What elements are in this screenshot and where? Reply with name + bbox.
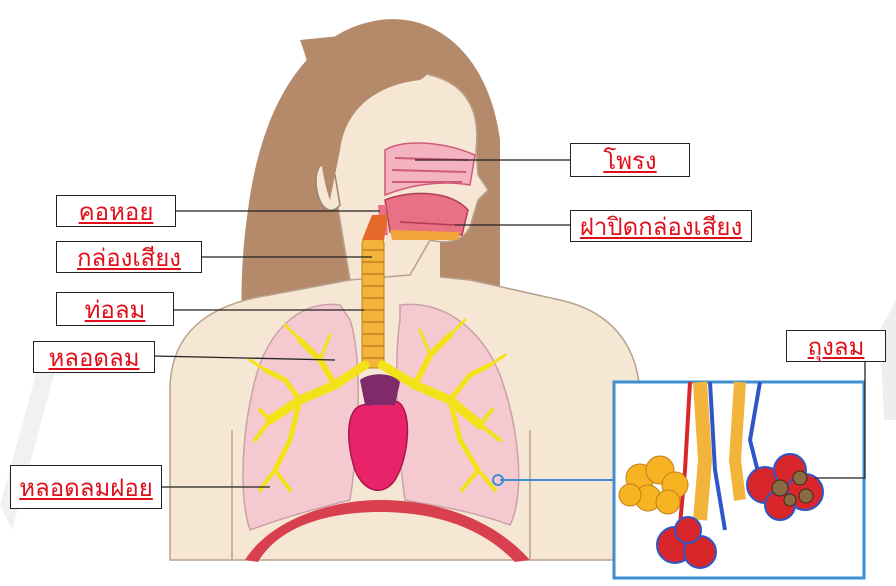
label-larynx: กล่องเสียง: [56, 241, 202, 273]
label-bronchus: หลอดลม: [33, 341, 155, 373]
label-alveolus: ถุงลม: [786, 330, 886, 362]
label-pharynx: คอหอย: [56, 195, 176, 227]
label-trachea: ท่อลม: [56, 292, 174, 326]
label-nasal-cavity: โพรง: [570, 143, 690, 177]
label-epiglottis: ฝาปิดกล่องเสียง: [570, 210, 752, 242]
label-bronchiole: หลอดลมฝอย: [10, 465, 162, 509]
alveoli-inset: [614, 382, 864, 578]
